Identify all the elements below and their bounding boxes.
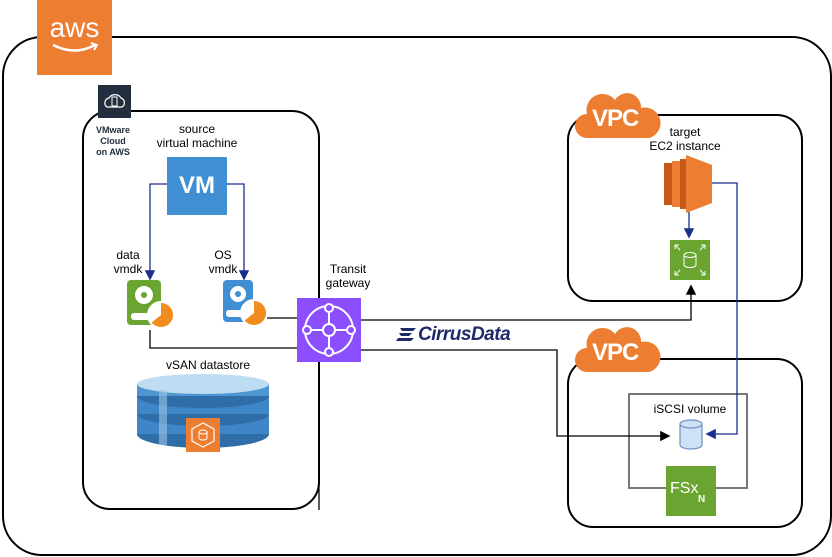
os-vmdk-label-line2: vmdk (208, 262, 238, 276)
tgw-to-iscsi-arrow (361, 349, 671, 442)
cirrusdata-logo-text: CirrusData (418, 324, 511, 345)
source-vm-label: source virtual machine (147, 122, 247, 150)
aws-smile-icon (52, 42, 99, 52)
vpc-top-badge-icon (575, 93, 661, 138)
data-vmdk-to-vsan-line (149, 330, 355, 349)
source-vm-label-line2: virtual machine (156, 136, 238, 150)
aws-cloud-boundary (2, 36, 832, 556)
ec2-to-iscsi-arrow (705, 182, 738, 440)
vpc-bottom-badge-icon (575, 327, 661, 372)
vsan-datastore-icon[interactable] (135, 372, 275, 454)
ebs-volume-icon[interactable] (670, 240, 710, 280)
os-vmdk-disk-icon[interactable] (221, 280, 271, 330)
vmc-label: VMware Cloud on AWS (83, 125, 143, 158)
vpc-top-badge-text: VPC (592, 105, 639, 132)
data-vmdk-disk-icon[interactable] (125, 280, 175, 330)
transit-gateway-icon[interactable] (297, 298, 361, 362)
vm-to-data-vmdk-arrow (144, 183, 167, 281)
transit-gateway-label-line2: gateway (325, 276, 371, 290)
ec2-instance-icon[interactable] (664, 155, 714, 213)
vmware-cloud-icon (98, 85, 131, 118)
vm-to-os-vmdk-arrow (227, 183, 250, 281)
transit-gateway-label-line1: Transit (329, 262, 367, 276)
iscsi-volume-label: iSCSI volume (653, 402, 727, 416)
target-ec2-label-line2: EC2 instance (649, 139, 721, 153)
data-vmdk-label: data vmdk (108, 248, 148, 276)
vmc-label-line2: Cloud (100, 136, 126, 146)
aws-logo-text: aws (49, 12, 100, 43)
source-vm-label-line1: source (178, 122, 216, 136)
vpc-top-boundary (567, 114, 803, 302)
cirrusdata-logo-icon (396, 328, 416, 341)
target-ec2-label: target EC2 instance (640, 125, 730, 153)
os-vmdk-label-line1: OS (214, 248, 232, 262)
vm-icon[interactable]: VM (167, 157, 227, 215)
vsan-label: vSAN datastore (165, 358, 251, 372)
data-vmdk-label-line2: vmdk (113, 262, 143, 276)
vpc-bottom-badge-text: VPC (592, 339, 639, 366)
target-ec2-label-line1: target (669, 125, 701, 139)
fsx-ontap-icon[interactable]: FSx N (666, 466, 716, 516)
vpc-bottom-boundary (567, 358, 803, 528)
vmc-label-line1: VMware (95, 125, 130, 135)
tgw-to-ec2-volume-arrow (361, 284, 697, 321)
iscsi-volume-icon[interactable] (678, 418, 704, 452)
fsx-ontap-sub: N (698, 494, 706, 505)
data-vmdk-label-line1: data (116, 248, 140, 262)
aws-logo-icon: aws (37, 0, 112, 75)
vmc-label-line3: on AWS (96, 147, 130, 157)
transit-gateway-label: Transit gateway (318, 262, 378, 290)
os-vmdk-label: OS vmdk (203, 248, 243, 276)
fsx-text: FSx (670, 480, 699, 497)
vsan-storage-icon (186, 418, 220, 452)
